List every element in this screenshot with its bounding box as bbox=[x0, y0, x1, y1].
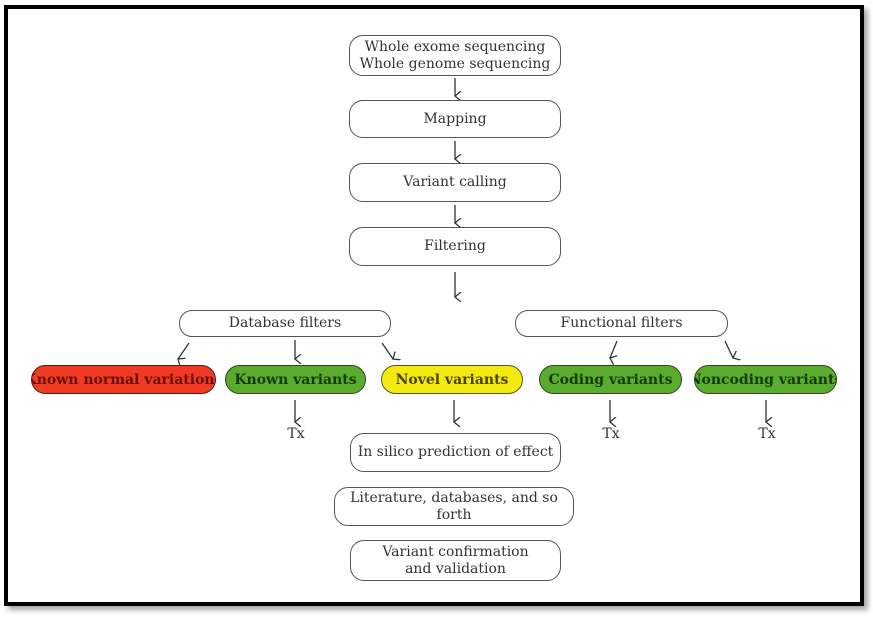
outcome-known-variants: Known variants bbox=[225, 365, 366, 394]
outcome-novel-variants: Novel variants bbox=[381, 365, 523, 394]
step-variant-calling: Variant calling bbox=[349, 163, 561, 202]
step-mapping: Mapping bbox=[349, 100, 561, 138]
step-sequencing: Whole exome sequencing Whole genome sequ… bbox=[349, 35, 561, 76]
functional-filters-label: Functional filters bbox=[560, 315, 683, 331]
step-confirmation-line-1: Variant confirmation bbox=[382, 543, 529, 560]
outcome-noncoding-variants: Noncoding variants bbox=[694, 365, 837, 394]
tx-label-noncoding: Tx bbox=[758, 426, 776, 442]
step-in-silico: In silico prediction of effect bbox=[350, 433, 561, 472]
arrow-func-to-noncoding bbox=[724, 340, 733, 358]
arrow-func-to-coding bbox=[610, 340, 617, 358]
step-in-silico-label: In silico prediction of effect bbox=[357, 444, 554, 460]
outcome-coding-variants-label: Coding variants bbox=[548, 371, 673, 388]
outcome-novel-variants-label: Novel variants bbox=[395, 371, 509, 388]
tx-label-coding: Tx bbox=[602, 426, 620, 442]
step-literature-label: Literature, databases, and so forth bbox=[350, 489, 558, 523]
outcome-known-normal-variations: Known normal variations bbox=[31, 365, 216, 394]
outcome-coding-variants: Coding variants bbox=[539, 365, 682, 394]
outcome-noncoding-variants-label: Noncoding variants bbox=[694, 371, 837, 388]
step-sequencing-line-1: Whole exome sequencing bbox=[364, 38, 546, 55]
step-confirmation: Variant confirmation and validation bbox=[350, 540, 561, 581]
database-filters-box: Database filters bbox=[179, 310, 391, 337]
step-confirmation-line-2: and validation bbox=[405, 560, 506, 577]
step-variant-calling-label: Variant calling bbox=[403, 174, 507, 190]
tx-label-known: Tx bbox=[287, 426, 305, 442]
outcome-known-normal-variations-label: Known normal variations bbox=[31, 371, 216, 388]
outcome-known-variants-label: Known variants bbox=[234, 371, 357, 388]
step-filtering-label: Filtering bbox=[424, 238, 486, 254]
database-filters-label: Database filters bbox=[228, 315, 342, 331]
step-sequencing-line-2: Whole genome sequencing bbox=[359, 55, 551, 72]
step-literature: Literature, databases, and so forth bbox=[334, 487, 574, 526]
functional-filters-box: Functional filters bbox=[515, 310, 728, 337]
arrow-db-to-novel bbox=[381, 342, 393, 359]
step-mapping-label: Mapping bbox=[423, 110, 487, 127]
step-filtering: Filtering bbox=[349, 227, 561, 266]
arrow-db-to-known-normal bbox=[178, 342, 190, 359]
